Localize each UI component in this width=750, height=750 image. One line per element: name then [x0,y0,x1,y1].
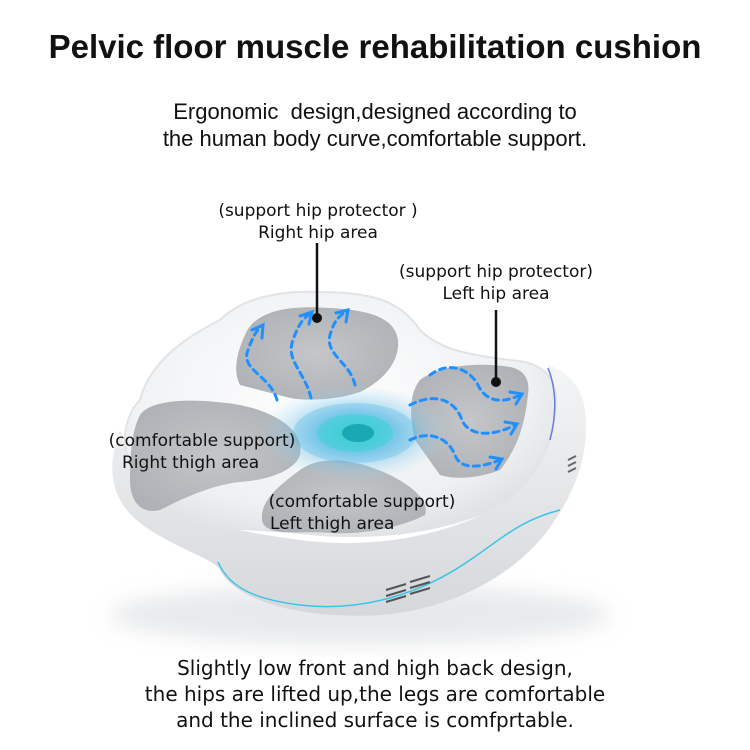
edge-light-front [217,509,561,608]
footer-line-3: and the inclined surface is comfprtable. [176,708,574,732]
airflow-arrows-left-hip [408,366,522,468]
subtitle: Ergonomic design,designed according to t… [0,98,750,152]
callout-left-thigh-line-1: (comfortable support) [268,492,456,512]
footer-line-2: the hips are lifted up,the legs are comf… [144,682,606,706]
callout-left-hip: (support hip protector) Left hip area [380,261,612,305]
left-hip-pointer-dot [491,377,501,387]
subtitle-line-1: Ergonomic design,designed according to [173,99,577,124]
subtitle-line-2: the human body curve,comfortable support… [162,126,588,151]
callout-right-thigh: (comfortable support) Right thigh area [92,430,312,474]
right-thigh-pad [130,400,301,511]
callout-left-thigh-line-2: Left thigh area [270,514,395,534]
callout-right-thigh-line-1: (comfortable support) [108,431,296,451]
callout-left-hip-line-1: (support hip protector) [399,262,593,282]
callout-right-thigh-line-2: Right thigh area [122,453,260,473]
footer-description: Slightly low front and high back design,… [0,655,750,733]
page-title: Pelvic floor muscle rehabilitation cushi… [48,28,702,65]
center-hole [342,424,374,442]
callout-left-thigh: (comfortable support) Left thigh area [254,491,470,535]
side-vent-icon [567,455,577,473]
front-vent-icon [385,575,431,603]
cushion-base [112,365,586,616]
edge-light-side [547,367,556,441]
airflow-arrowheads-left-hip [488,390,525,471]
airflow-arrowheads-right-hip [250,307,350,340]
footer-line-1: Slightly low front and high back design, [177,656,573,680]
callout-right-hip: (support hip protector ) Right hip area [200,200,436,244]
right-hip-pointer-dot [312,313,322,323]
right-hip-pad [236,307,399,400]
callout-left-hip-line-2: Left hip area [442,284,550,304]
callout-right-hip-line-1: (support hip protector ) [218,201,418,221]
callout-right-hip-line-2: Right hip area [258,223,378,243]
